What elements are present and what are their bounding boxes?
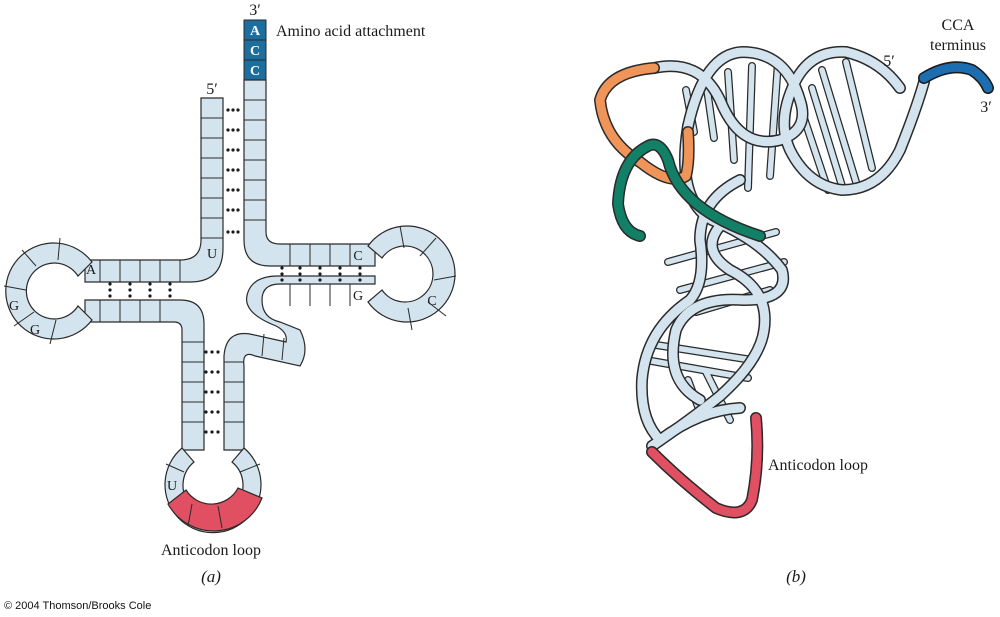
acc-c2-text: C [250, 64, 260, 79]
anticodon-loop-red [646, 412, 764, 519]
amino-acid-attachment-label: Amino acid attachment [276, 23, 426, 40]
caption-b: (b) [786, 567, 806, 586]
base-g-dloop-1: G [9, 299, 19, 314]
base-g-tarm: G [353, 289, 363, 304]
acceptor-5prime-strand [84, 97, 224, 283]
acc-c1-text: C [250, 44, 260, 59]
anticodon-red-segment [167, 487, 263, 532]
base-a-darm: A [86, 263, 97, 278]
acc-a-text: A [250, 24, 261, 39]
three-prime-label-a: 3′ [249, 2, 261, 19]
acceptor-3prime-strand [243, 79, 376, 267]
anticodon-pair-dots [204, 350, 220, 434]
cca-label-line2: terminus [930, 37, 986, 54]
anticodon-loop-label-b: Anticodon loop [768, 457, 868, 474]
green-strand [612, 138, 766, 242]
base-u-anticodon: U [167, 479, 177, 494]
d-arm-pair-dots [108, 282, 172, 298]
t-loop [367, 225, 456, 323]
base-g-dloop-2: G [30, 323, 40, 338]
base-c-tloop-1: C [353, 249, 362, 264]
cca-label-line1: CCA [942, 17, 975, 34]
base-c-tloop-2: C [427, 294, 436, 309]
base-u-acceptor: U [207, 247, 217, 262]
d-arm-lower-strand [84, 299, 205, 451]
acceptor-pair-dots [226, 108, 240, 234]
copyright-notice: © 2004 Thomson/Brooks Cole [4, 600, 152, 612]
t-arm-pair-dots [280, 266, 362, 282]
backbone-ribbons [635, 45, 930, 452]
d-loop [5, 242, 93, 340]
three-prime-label-b: 3′ [980, 99, 992, 116]
anticodon-loop-label-a: Anticodon loop [161, 542, 261, 559]
caption-a: (a) [201, 567, 221, 586]
five-prime-label-b: 5′ [883, 53, 895, 70]
orange-loop [594, 62, 695, 185]
cca-terminus-strand [918, 61, 994, 94]
cloverleaf-panel: A C C [3, 2, 457, 586]
tertiary-structure-panel: CCA terminus 5′ 3′ Anticodon loop (b) [594, 17, 994, 586]
t-arm-lower-strand [223, 275, 376, 451]
five-prime-label-a: 5′ [206, 81, 218, 98]
